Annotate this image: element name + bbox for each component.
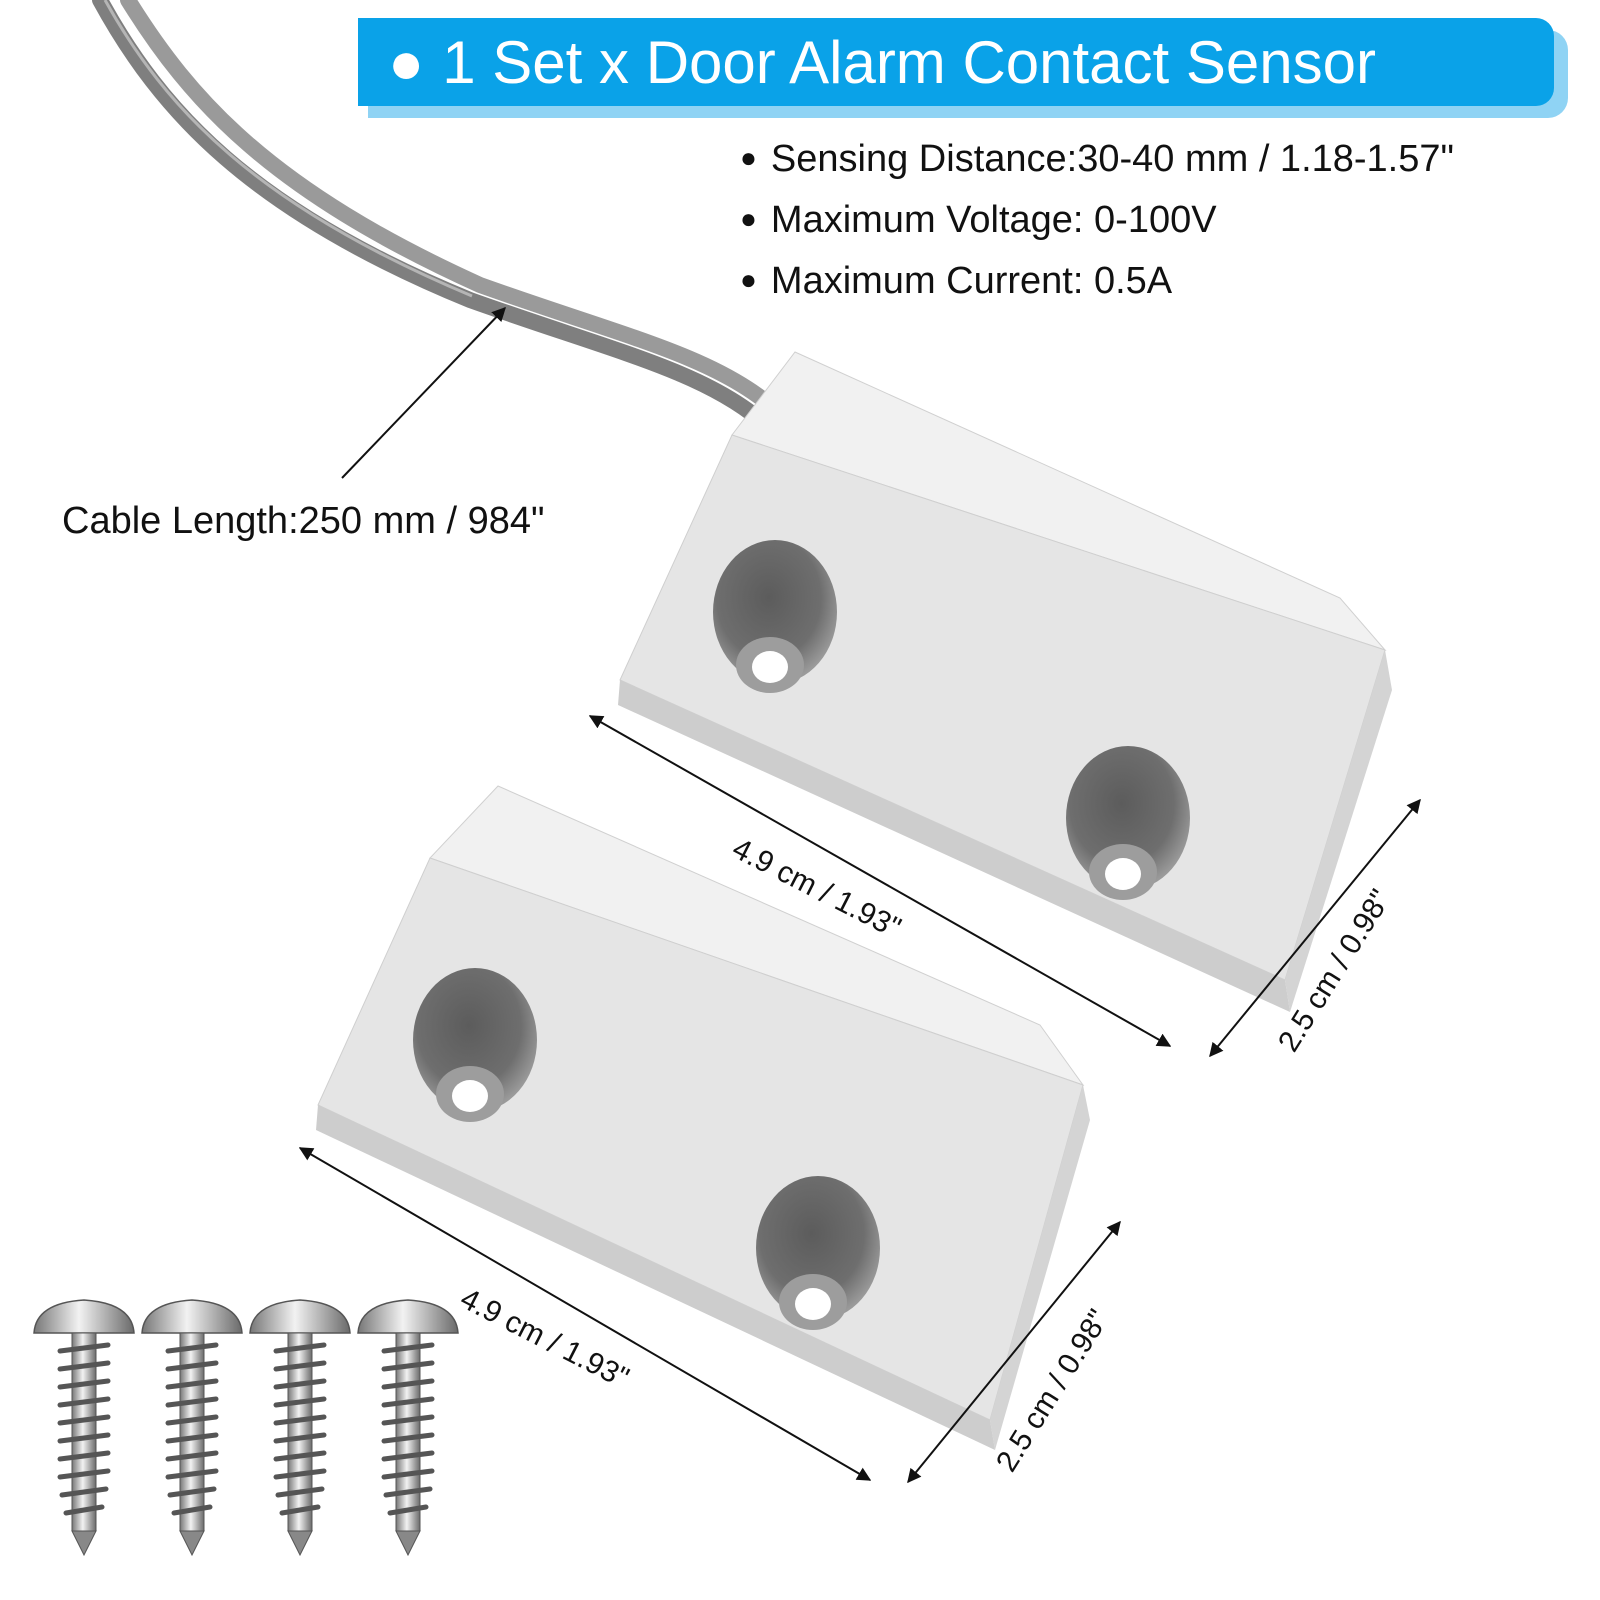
upper-length-arrow: [588, 715, 1172, 1047]
title-banner: ●1 Set x Door Alarm Contact Sensor: [358, 18, 1554, 106]
lower-width-arrow: [907, 1220, 1121, 1484]
screw: [249, 1299, 351, 1557]
screw: [357, 1299, 459, 1557]
spec-bullet: ●: [740, 264, 757, 295]
spec-item-max-current: ● Maximum Current: 0.5A: [740, 250, 1580, 311]
screw-set: [33, 1299, 459, 1557]
spec-bullet: ●: [740, 203, 757, 234]
spec-text: Maximum Current: 0.5A: [770, 260, 1173, 302]
spec-list: ●Sensing Distance:30-40 mm / 1.18-1.57" …: [740, 128, 1580, 311]
banner-title: ●1 Set x Door Alarm Contact Sensor: [388, 28, 1376, 97]
spec-bullet: ●: [740, 142, 757, 173]
lower-sensor-block: [316, 785, 1090, 1450]
cable-leader-line: [341, 306, 506, 479]
sensor-cable: [92, 0, 778, 428]
upper-width-arrow: [1209, 798, 1421, 1058]
screw: [33, 1299, 135, 1557]
lower-length-arrow: [298, 1147, 872, 1481]
spec-item-max-voltage: ● Maximum Voltage: 0-100V: [740, 189, 1580, 250]
cable-length-label: Cable Length:250 mm / 984": [62, 500, 545, 542]
spec-text: Maximum Voltage: 0-100V: [770, 199, 1217, 241]
spec-text: Sensing Distance:30-40 mm / 1.18-1.57": [770, 138, 1454, 180]
screw: [141, 1299, 243, 1557]
banner-bullet: ●: [388, 28, 425, 96]
banner-title-text: 1 Set x Door Alarm Contact Sensor: [442, 28, 1376, 96]
spec-item-sensing-distance: ● Sensing Distance:30-40 mm / 1.18-1.57": [740, 128, 1580, 189]
